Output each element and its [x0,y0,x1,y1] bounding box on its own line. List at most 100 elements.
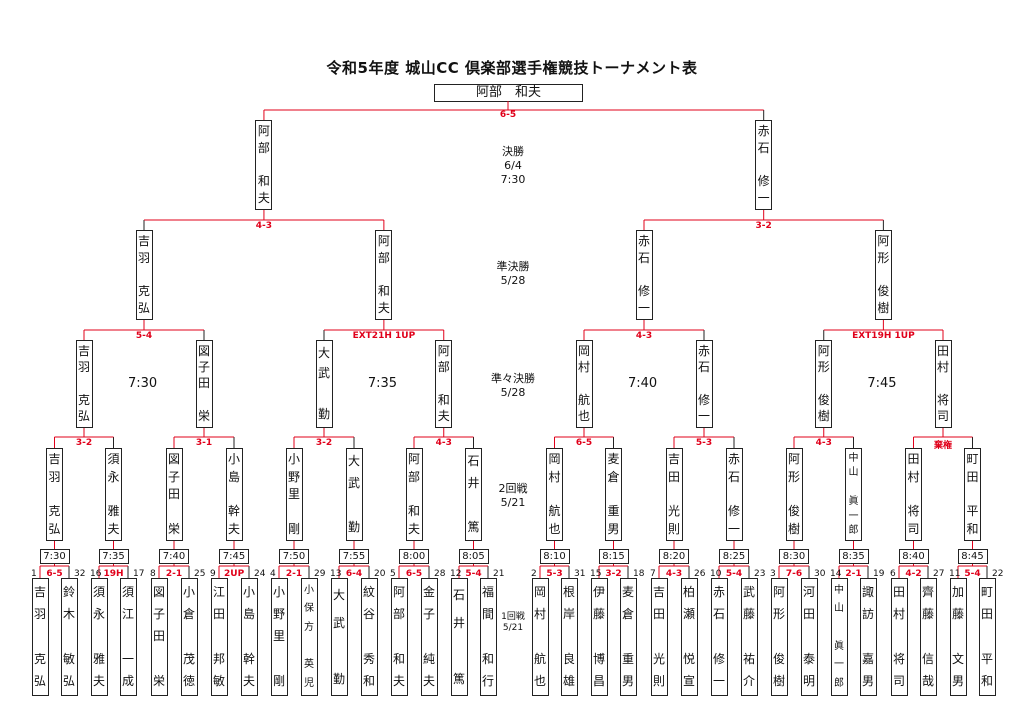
name-char [427,630,431,643]
name-char: 永 [92,607,105,622]
name-char: 航 [548,504,561,519]
name-char: 吉 [652,584,665,599]
player-box: 赤石 修一 [710,578,728,696]
player-box: 中山 眞一郎 [830,578,848,696]
round-label-quarterfinal-line: 準々決勝 [491,372,535,385]
name-char: 司 [936,409,949,424]
player-box: 阿部 和夫 [390,578,408,696]
name-char: 加 [951,584,964,599]
name-char: 谷 [362,607,375,622]
name-char: 中 [848,452,859,464]
seed-number: 26 [694,569,706,579]
player-box: 小島 幹夫 [240,578,258,696]
name-char: 邦 [212,651,225,666]
seed-number: 16 [90,569,102,579]
seed-number: 25 [194,569,206,579]
match-score: 4-3 [255,221,273,231]
name-char [971,488,975,501]
name-char: 吉 [33,584,46,599]
name-char: 武 [742,584,755,599]
seed-number: 13 [330,569,342,579]
name-char: 克 [137,284,150,299]
name-char [292,505,296,518]
seed-number: 14 [830,569,842,579]
name-char: 図 [152,584,165,599]
name-char: 勤 [332,671,345,686]
name-char: 金 [422,584,435,599]
name-char: 眞 [834,640,844,652]
player-box: 河田 泰明 [800,578,818,696]
name-char: 也 [533,674,546,689]
name-char: 形 [817,360,830,375]
name-char: 哉 [921,674,934,689]
name-char: 修 [712,651,725,666]
name-char: 村 [892,607,905,622]
name-char [202,394,206,407]
game-time: 7:35 [367,376,398,391]
player-box: 図子田 栄 [150,578,168,696]
name-char: 羽 [48,469,61,484]
name-char: 村 [936,360,949,375]
player-box: 吉羽 克弘 [46,448,63,541]
name-char: 夫 [392,674,405,689]
name-char: 樹 [787,521,800,536]
name-char: 弘 [62,674,75,689]
name-char: 行 [481,674,494,689]
name-char: 赤 [637,233,650,248]
name-char: 一 [712,674,725,689]
seed-number: 2 [531,569,537,579]
name-char: 嘉 [861,651,874,666]
name-char [956,630,960,643]
name-char: 男 [621,674,634,689]
name-char: 部 [377,250,390,265]
name-char [852,482,855,493]
name-char [567,630,571,643]
name-char: 克 [48,504,61,519]
name-char [642,268,646,281]
match-score: 5-4 [465,569,482,579]
name-char: 一 [727,521,740,536]
name-char: 田 [652,607,665,622]
seed-number: 5 [390,569,396,579]
name-char: 藤 [921,607,934,622]
name-char: 和 [257,174,270,189]
name-char: 夫 [407,521,420,536]
name-char: 勤 [317,407,330,422]
player-box: 根岸 良雄 [560,578,578,696]
name-char: 島 [227,469,240,484]
name-char [657,630,661,643]
name-char: 藤 [742,607,755,622]
name-char: 村 [533,607,546,622]
name-char: 田 [152,629,165,644]
seed-number: 22 [992,569,1004,579]
name-char [672,488,676,501]
name-char: 石 [757,140,770,155]
name-char: 重 [607,504,620,519]
name-char [367,630,371,643]
player-box: 岡村 航也 [546,448,563,541]
seed-number: 11 [949,569,961,579]
name-char: 伊 [592,584,605,599]
name-char: 町 [980,584,993,599]
name-char [807,630,811,643]
name-char: 吉 [137,233,150,248]
match-score: 7-6 [785,569,803,579]
name-char [985,630,989,643]
match-score: 5-4 [964,569,981,579]
match-score: 2-1 [165,569,183,579]
match-score: 4-3 [815,438,832,448]
name-char: 和 [437,392,450,407]
name-char: 石 [697,360,710,375]
match-score: EXT19H 1UP [852,331,915,341]
name-char: 木 [62,607,75,622]
player-box: 吉羽 克弘 [135,230,153,320]
match-score: 4-2 [905,569,922,579]
name-char: 勤 [347,519,360,534]
match-score: 6-5 [499,110,517,120]
name-char: 田 [966,469,979,484]
name-char: 将 [907,504,920,519]
name-char: 阿 [392,584,405,599]
seed-number: 7 [650,569,656,579]
name-char: 田 [197,376,210,391]
name-char: 村 [548,469,561,484]
